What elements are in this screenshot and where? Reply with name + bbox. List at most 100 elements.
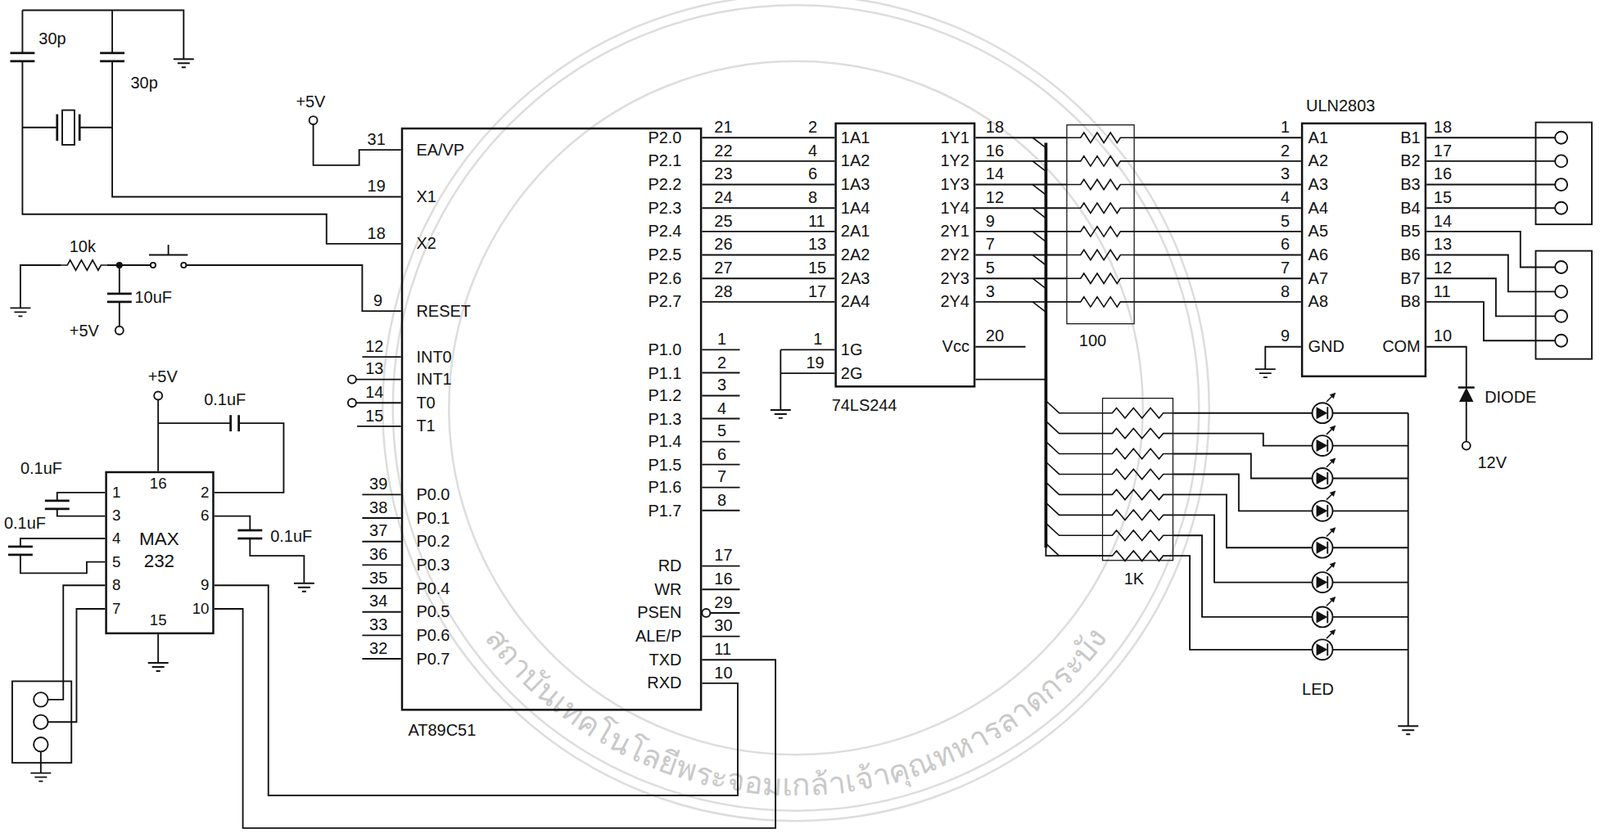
resistor-symbol <box>1102 489 1174 500</box>
pin-name: 1G <box>840 340 864 359</box>
wire <box>214 423 285 493</box>
wire <box>361 356 401 358</box>
pin-name: P1.6 <box>647 479 682 498</box>
capacitor-plate <box>9 51 35 55</box>
pin-number: 9 <box>985 212 995 230</box>
wire <box>780 372 835 375</box>
component-label: ULN2803 <box>1306 97 1375 116</box>
pin-name: A2 <box>1308 152 1329 171</box>
wire <box>701 565 740 568</box>
wire <box>1426 207 1555 209</box>
led-symbol <box>1312 435 1334 457</box>
pin-number: 32 <box>369 641 388 658</box>
pin-number: 27 <box>714 260 733 277</box>
pin-number: 30 <box>714 618 733 635</box>
terminal-symbol <box>348 375 357 385</box>
wire <box>111 9 113 53</box>
bus-tap <box>1045 442 1103 455</box>
bus-tap <box>1032 207 1046 218</box>
wire <box>118 265 121 294</box>
pin-number: 11 <box>1433 283 1451 300</box>
wire <box>112 61 402 198</box>
led-symbol <box>1326 505 1329 518</box>
wire <box>79 126 113 129</box>
pin-name: P1.3 <box>647 410 682 429</box>
signal-wire <box>701 136 835 139</box>
led-symbol <box>1312 402 1334 424</box>
pin-name: 1Y2 <box>940 152 969 171</box>
pin-name: A4 <box>1308 198 1329 217</box>
pin-name: P1.0 <box>647 340 682 359</box>
led-light-arrow <box>1329 393 1336 399</box>
signal-wire <box>1134 254 1302 257</box>
pin-name: 1Y1 <box>940 128 969 147</box>
signal-wire <box>975 379 1103 557</box>
pin-name: RD <box>658 557 683 576</box>
capacitor-plate <box>55 114 59 141</box>
component-value: 10uF <box>134 289 172 307</box>
bus-tap <box>1045 462 1103 475</box>
pin-name: 2Y1 <box>940 222 969 241</box>
led-symbol <box>1316 439 1329 452</box>
pin-number: 15 <box>1433 189 1452 207</box>
led-symbol <box>1326 610 1329 624</box>
wire <box>57 509 106 517</box>
pin-number: 14 <box>365 384 384 402</box>
pin-number: 16 <box>1433 166 1452 183</box>
pin-number: 8 <box>112 577 121 595</box>
pin-number: 3 <box>112 507 121 525</box>
wire <box>214 516 251 531</box>
signal-wire <box>214 609 776 829</box>
pin-number: 33 <box>369 617 388 634</box>
pin-name: X2 <box>415 235 436 254</box>
pin-name: P0.7 <box>415 650 450 669</box>
capacitor-plate <box>237 529 263 533</box>
terminal-symbol <box>309 116 318 125</box>
switch-symbol <box>167 244 170 255</box>
led-symbol <box>1326 439 1329 452</box>
pin-number: 4 <box>1280 189 1290 207</box>
led-light-arrow <box>1329 458 1336 465</box>
ground-symbol <box>9 307 31 317</box>
supply-label: +5V <box>69 323 100 340</box>
wire <box>779 349 782 411</box>
pin-number: 4 <box>112 530 121 548</box>
pin-number: 10 <box>714 665 733 683</box>
wire <box>701 510 740 512</box>
pin-name: P0.4 <box>415 579 450 598</box>
capacitor-plate <box>45 499 70 502</box>
pin-name: B2 <box>1400 152 1420 171</box>
signal-wire <box>1134 184 1302 186</box>
wire <box>1332 412 1408 415</box>
signal-wire <box>975 136 1067 139</box>
signal-wire <box>1134 136 1302 139</box>
connector-pin <box>1554 202 1568 215</box>
led-symbol <box>1326 576 1329 589</box>
component-label: MAX 232 <box>134 528 184 574</box>
wire <box>701 588 740 591</box>
ground-symbol <box>1255 369 1276 378</box>
pin-name: 2Y2 <box>940 246 969 265</box>
pin-number: 10 <box>1433 328 1452 345</box>
wire <box>107 264 151 267</box>
pin-name: P1.5 <box>647 456 682 475</box>
connector-pin <box>1554 178 1568 191</box>
wire <box>361 493 401 496</box>
pin-name: P1.7 <box>647 501 682 520</box>
wire <box>356 379 402 381</box>
pin-number: 1 <box>813 331 823 349</box>
component-label: 1K <box>1124 569 1144 588</box>
wire <box>701 636 740 638</box>
pin-number: 18 <box>367 225 386 242</box>
resistor-symbol <box>1066 249 1135 260</box>
pin-number: 28 <box>714 283 733 300</box>
wire <box>1173 474 1312 511</box>
wire <box>361 658 401 660</box>
resistor-symbol <box>1066 179 1135 190</box>
component-value: 0.1uF <box>270 528 312 546</box>
pin-number: 16 <box>985 142 1004 159</box>
capacitor-plate <box>99 51 125 55</box>
pin-number: 10 <box>192 601 210 619</box>
resistor-symbol <box>1102 510 1174 520</box>
pin-name: P0.0 <box>415 485 450 504</box>
